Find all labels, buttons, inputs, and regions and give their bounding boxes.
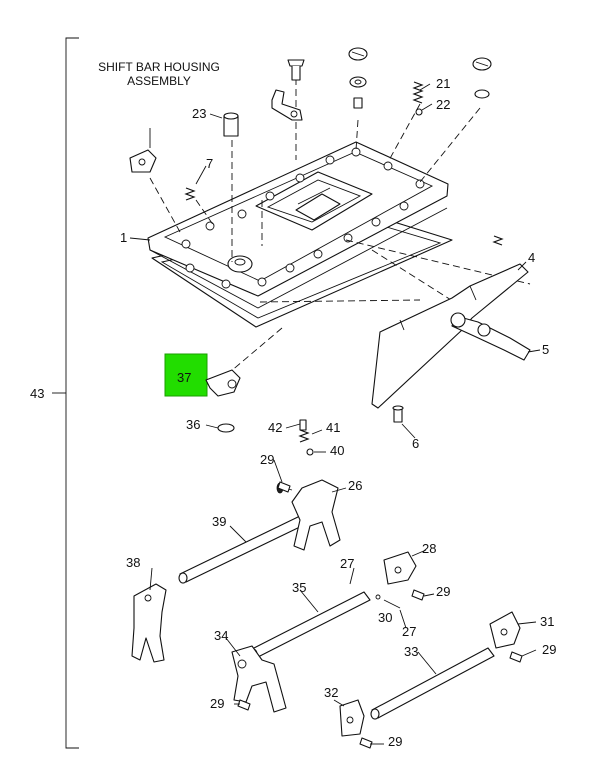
callout-41: 41 xyxy=(326,420,340,435)
shift-bar-housing xyxy=(147,141,449,309)
shift-rail-35 xyxy=(231,551,417,713)
callout-30: 30 xyxy=(378,610,392,625)
title-line-2: ASSEMBLY xyxy=(127,74,191,88)
part-37-lever xyxy=(205,369,241,397)
callout-29-a: 29 xyxy=(260,452,274,467)
callout-23: 23 xyxy=(192,106,206,121)
callout-33: 33 xyxy=(404,644,418,659)
callout-38: 38 xyxy=(126,555,140,570)
callout-26: 26 xyxy=(348,478,362,493)
shift-rail-33 xyxy=(339,611,521,737)
callout-21: 21 xyxy=(436,76,450,91)
part-37-highlight-box[interactable] xyxy=(164,353,208,397)
screws-29 xyxy=(237,481,523,749)
callout-5: 5 xyxy=(542,342,549,357)
part-6-screw xyxy=(392,405,404,423)
callout-labels: 43 1 4 5 6 7 21 22 23 26 27 28 29 29 30 … xyxy=(30,76,556,749)
assembly-centerlines xyxy=(149,78,531,373)
shift-fork-38 xyxy=(131,583,167,663)
callout-29-b: 29 xyxy=(436,584,450,599)
part-36-clip xyxy=(217,423,235,433)
assembly-bracket xyxy=(52,37,79,749)
callout-1: 1 xyxy=(120,230,127,245)
callout-29-c: 29 xyxy=(542,642,556,657)
shift-rail-39 xyxy=(178,479,341,584)
leader-lines xyxy=(129,83,541,745)
callout-27a: 27 xyxy=(340,556,354,571)
callout-36: 36 xyxy=(186,417,200,432)
callout-29-e: 29 xyxy=(388,734,402,749)
callout-32: 32 xyxy=(324,685,338,700)
callout-35: 35 xyxy=(292,580,306,595)
title-line-1: SHIFT BAR HOUSING xyxy=(98,60,220,74)
detent-parts-40-42 xyxy=(298,419,314,456)
callout-6: 6 xyxy=(412,436,419,451)
callout-4: 4 xyxy=(528,250,535,265)
callout-28: 28 xyxy=(422,541,436,556)
callout-29-d: 29 xyxy=(210,696,224,711)
callout-43: 43 xyxy=(30,386,44,401)
callout-31: 31 xyxy=(540,614,554,629)
callout-27b: 27 xyxy=(402,624,416,639)
callout-42: 42 xyxy=(268,420,282,435)
callout-7: 7 xyxy=(206,156,213,171)
part-5-cable xyxy=(450,312,531,361)
callout-40: 40 xyxy=(330,443,344,458)
callout-37: 37 xyxy=(177,370,191,385)
callout-22: 22 xyxy=(436,97,450,112)
part-4-bracket xyxy=(371,263,529,409)
callout-39: 39 xyxy=(212,514,226,529)
upper-fasteners xyxy=(129,47,504,246)
callout-34: 34 xyxy=(214,628,228,643)
